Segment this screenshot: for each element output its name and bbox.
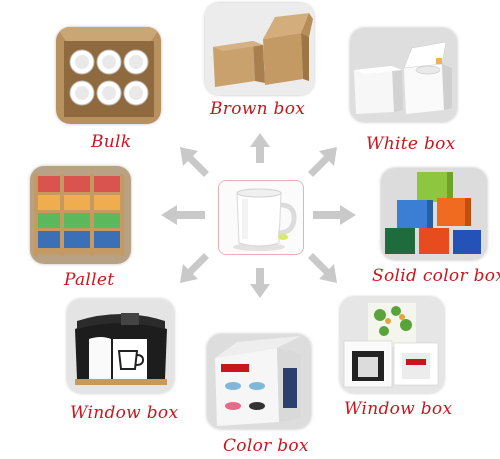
arrow-up-right <box>308 147 337 177</box>
window-box-right-photo <box>340 297 444 393</box>
arrow-right <box>313 205 356 225</box>
solid-color-box-photo <box>381 168 487 260</box>
label-pallet: Pallet <box>64 270 115 290</box>
solid-color-boxes-image <box>381 168 487 260</box>
label-solid-color-box: Solid color box <box>372 266 500 286</box>
label-color-box: Color box <box>223 436 309 456</box>
white-boxes-image <box>350 28 457 122</box>
arrow-down <box>250 268 270 298</box>
brown-boxes-image <box>205 3 314 95</box>
arrow-left <box>161 205 205 225</box>
arrow-up <box>250 133 270 163</box>
color-box-image <box>207 334 311 429</box>
arrow-down-left <box>180 253 209 283</box>
color-box-photo <box>207 334 311 429</box>
pallet-photo <box>30 166 131 264</box>
center-mug-photo <box>218 180 304 255</box>
label-white-box: White box <box>366 134 456 154</box>
white-mug-image <box>219 181 303 254</box>
label-window-box-left: Window box <box>70 403 179 423</box>
arrow-down-right <box>308 253 337 283</box>
label-bulk: Bulk <box>91 132 132 152</box>
black-window-box-image <box>67 299 174 393</box>
window-box-left-photo <box>67 299 174 393</box>
bulk-mugs-in-carton <box>56 27 161 124</box>
brown-box-photo <box>205 3 314 95</box>
pallet-image <box>30 166 131 264</box>
label-brown-box: Brown box <box>210 99 306 119</box>
arrow-up-left <box>180 147 209 177</box>
window-boxes-image <box>340 297 444 393</box>
white-box-photo <box>350 28 457 122</box>
bulk-photo <box>56 27 161 124</box>
label-window-box-right: Window box <box>344 399 453 419</box>
